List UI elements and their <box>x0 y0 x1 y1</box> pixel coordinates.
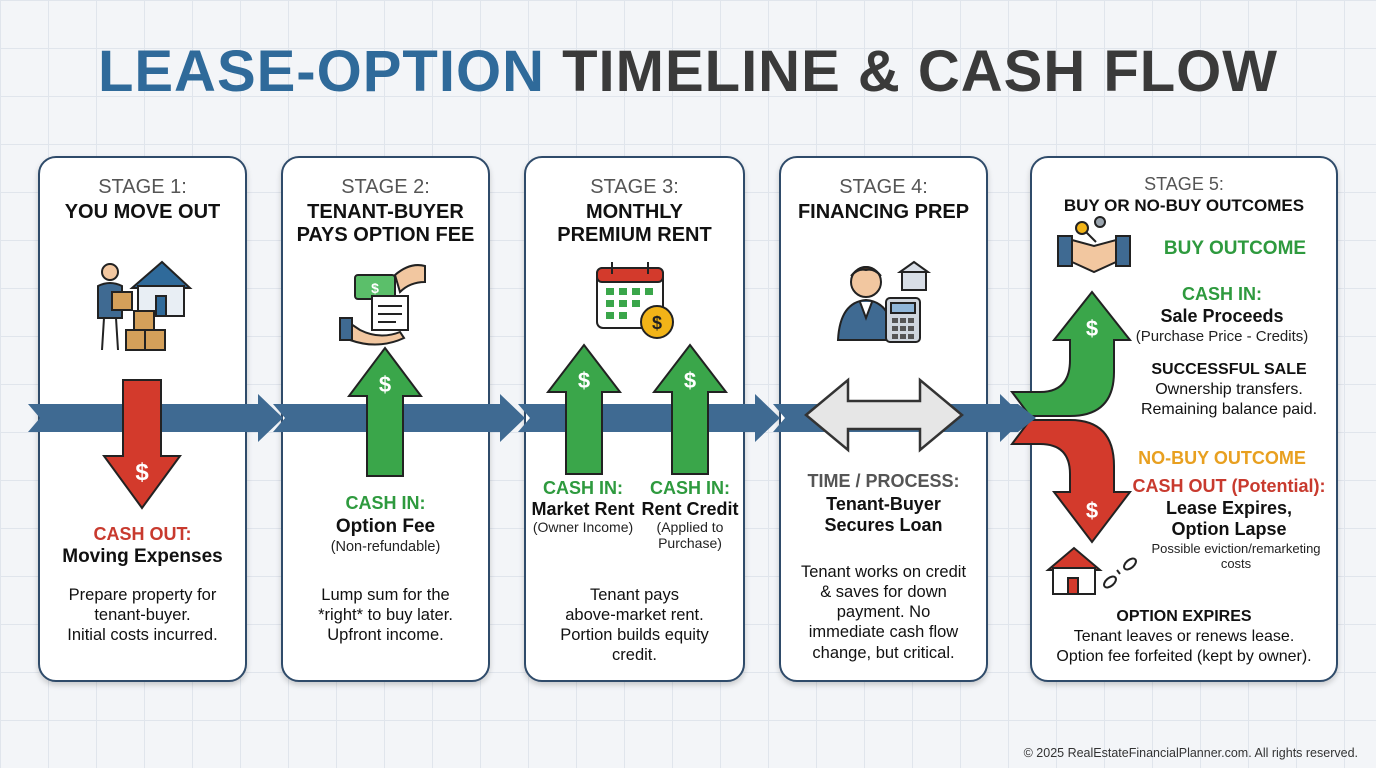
desc-line: change, but critical. <box>812 643 955 662</box>
stage-2-flow-label: CASH IN: <box>345 493 426 513</box>
title-line: PREMIUM RENT <box>557 224 712 246</box>
svg-text:$: $ <box>379 372 391 397</box>
svg-text:$: $ <box>1086 316 1098 341</box>
desc-line: & saves for down <box>820 583 947 602</box>
result-line: Option fee forfeited (kept by owner). <box>1056 647 1312 665</box>
svg-text:$: $ <box>1086 498 1098 523</box>
desc-line: Upfront income. <box>327 626 444 645</box>
desc-line: Prepare property for <box>68 586 217 604</box>
title-line: MONTHLY <box>585 201 684 223</box>
stage-3-label: STAGE 3: <box>590 176 679 198</box>
title-line: PAYS OPTION FEE <box>296 224 475 246</box>
buy-cash-item: Sale Proceeds <box>1160 306 1284 326</box>
desc-line: immediate cash flow <box>808 623 959 642</box>
buy-heading: BUY OUTCOME <box>1163 238 1307 259</box>
stage-3-flow-credit: CASH IN: Rent Credit (Applied to Purchas… <box>634 478 746 552</box>
cash-in-arrow: $ <box>347 346 423 477</box>
svg-text:$: $ <box>684 368 696 393</box>
flow-item: Rent Credit <box>641 498 739 519</box>
nobuy-result-lines: Tenant leaves or renews lease. Option fe… <box>1032 627 1336 666</box>
flow-note: (Owner Income) <box>532 519 634 536</box>
stage-3-description: Tenant pays above-market rent. Portion b… <box>526 585 743 666</box>
stage-2-flow-item: Option Fee <box>335 516 436 537</box>
stage-1-label: STAGE 1: <box>98 176 187 198</box>
note-line: costs <box>1220 555 1252 571</box>
desc-line: *right* to buy later. <box>318 606 453 625</box>
note-line: Possible eviction/remarketing <box>1151 541 1321 556</box>
stage-1-flow-label: CASH OUT: <box>93 524 192 544</box>
money-handoff-icon: $ <box>339 264 426 346</box>
svg-text:$: $ <box>371 280 379 296</box>
cash-item-line: Option Lapse <box>1171 518 1287 539</box>
flow-item-line: Secures Loan <box>824 514 943 535</box>
stage-4-flow-label: TIME / PROCESS: <box>807 471 960 491</box>
title-line: TENANT-BUYER <box>307 201 464 223</box>
cash-out-arrow: $ <box>102 379 182 510</box>
svg-text:$: $ <box>135 459 149 486</box>
handshake-keys-icon <box>1057 216 1131 274</box>
nobuy-heading: NO-BUY OUTCOME <box>1138 448 1306 468</box>
nobuy-result-title: OPTION EXPIRES <box>1116 608 1252 625</box>
desc-line: above-market rent. <box>565 606 704 625</box>
stage-2-flow-note: (Non-refundable) <box>330 539 441 555</box>
footer-copyright: © 2025 RealEstateFinancialPlanner.com. A… <box>1023 746 1358 760</box>
stage-4-flow-item: Tenant-Buyer Secures Loan <box>781 494 986 535</box>
desc-line: payment. No <box>836 603 931 622</box>
title-part-2: TIMELINE & CASH FLOW <box>562 39 1279 104</box>
process-double-arrow <box>804 377 964 453</box>
buy-branch-arrow: $ <box>1010 290 1133 417</box>
result-line: Tenant leaves or renews lease. <box>1073 628 1295 645</box>
nobuy-cash-note: Possible eviction/remarketing costs <box>1132 541 1340 572</box>
stage-3-flow-market: CASH IN: Market Rent (Owner Income) <box>528 478 638 535</box>
cash-in-arrow: $ <box>545 343 623 475</box>
desc-line: Lump sum for the <box>321 586 450 604</box>
stage-4-label: STAGE 4: <box>839 176 928 198</box>
stage-1-flow-item: Moving Expenses <box>62 546 223 567</box>
cash-item-line: Lease Expires, <box>1165 498 1293 518</box>
stage-2-label: STAGE 2: <box>341 176 430 198</box>
nobuy-branch-arrow: $ <box>1010 419 1133 544</box>
flow-note: Purchase) <box>658 535 722 552</box>
buy-cash-label: CASH IN: <box>1182 284 1262 304</box>
calendar-dollar-icon: $ <box>596 262 674 339</box>
desc-line: Tenant pays <box>590 586 679 604</box>
page-title: LEASE-OPTION TIMELINE & CASH FLOW <box>0 38 1376 105</box>
flow-item-line: Tenant-Buyer <box>826 494 941 514</box>
svg-text:$: $ <box>652 313 662 333</box>
flow-note: (Applied to <box>656 519 724 536</box>
stage-3-title: MONTHLY PREMIUM RENT <box>526 201 743 247</box>
desc-line: credit. <box>612 646 657 665</box>
timeline-fork-tip <box>1006 404 1036 432</box>
flow-label: CASH IN: <box>650 478 730 498</box>
desc-line: Tenant works on credit <box>800 563 967 581</box>
stage-4-title: FINANCING PREP <box>797 201 970 223</box>
cash-in-arrow: $ <box>651 343 729 475</box>
svg-text:$: $ <box>578 368 590 393</box>
timeline-segment-3 <box>518 394 780 442</box>
person-moving-boxes-house-icon <box>97 260 193 351</box>
stage-4-description: Tenant works on credit & saves for down … <box>781 562 986 663</box>
buy-result-title: SUCCESSFUL SALE <box>1151 361 1307 378</box>
stage-1-description: Prepare property for tenant-buyer. Initi… <box>40 585 245 645</box>
flow-label: CASH IN: <box>543 478 623 498</box>
desc-line: tenant-buyer. <box>94 606 191 625</box>
buy-cash-note: (Purchase Price - Credits) <box>1135 328 1309 345</box>
stage-2-title: TENANT-BUYER PAYS OPTION FEE <box>283 201 488 247</box>
title-part-1: LEASE-OPTION <box>97 39 545 104</box>
nobuy-cash-item: Lease Expires, Option Lapse <box>1118 498 1340 539</box>
buy-result-lines: Ownership transfers. Remaining balance p… <box>1118 380 1340 419</box>
result-line: Ownership transfers. <box>1155 381 1303 398</box>
desc-line: Portion builds equity <box>560 626 709 645</box>
nobuy-cash-label: CASH OUT (Potential): <box>1132 476 1326 496</box>
banker-calculator-icon <box>836 260 932 343</box>
result-line: Remaining balance paid. <box>1140 400 1318 418</box>
stage-2-description: Lump sum for the *right* to buy later. U… <box>283 585 488 645</box>
stage-1-title: YOU MOVE OUT <box>64 201 221 223</box>
stage-5-title: BUY OR NO-BUY OUTCOMES <box>1063 196 1305 215</box>
house-broken-chain-icon <box>1045 546 1137 595</box>
flow-item: Market Rent <box>531 498 635 519</box>
desc-line: Initial costs incurred. <box>67 626 218 645</box>
stage-5-label: STAGE 5: <box>1144 174 1224 194</box>
